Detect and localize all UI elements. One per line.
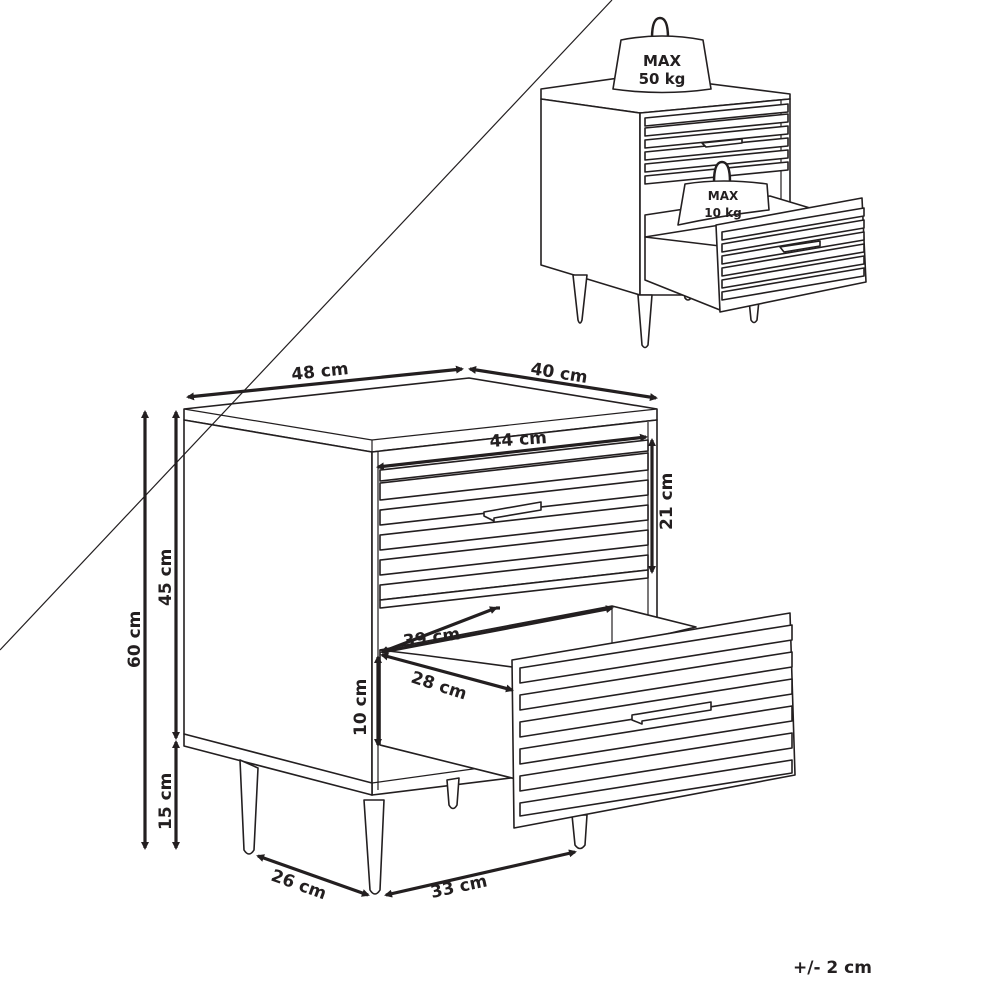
- load-capacity-inset: MAX 50 kg MAX 10 kg: [540, 16, 867, 349]
- drawer-weight-line2: 10 kg: [704, 206, 741, 220]
- bottom-drawer-slats: [519, 624, 793, 817]
- label-drawer-front-width: 44 cm: [489, 428, 548, 452]
- main-cabinet-drawing: 48 cm 40 cm 44 cm 21 cm 60 cm 45 cm 15 c…: [0, 0, 796, 904]
- label-leg-height: 15 cm: [156, 773, 176, 830]
- top-drawer-handle: [483, 501, 542, 522]
- drawer-weight-line1: MAX: [708, 189, 739, 203]
- bottom-drawer-handle: [631, 701, 712, 725]
- label-depth: 40 cm: [529, 359, 589, 388]
- label-total-height: 60 cm: [125, 611, 145, 668]
- label-body-height: 45 cm: [156, 549, 176, 606]
- top-weight-line2: 50 kg: [639, 70, 686, 88]
- label-leg-span-width: 33 cm: [429, 871, 489, 902]
- dimension-lines: [141, 365, 658, 898]
- dimension-labels: 48 cm 40 cm 44 cm 21 cm 60 cm 45 cm 15 c…: [125, 359, 677, 904]
- weight-10kg-icon: MAX 10 kg: [677, 160, 770, 226]
- weight-50kg-icon: MAX 50 kg: [612, 16, 712, 94]
- tolerance-note: +/- 2 cm: [793, 958, 872, 978]
- label-drawer-inner-height: 10 cm: [351, 679, 371, 736]
- inset-open-drawer-slats: [721, 207, 865, 301]
- inset-top-drawer: [644, 103, 789, 185]
- top-weight-line1: MAX: [643, 52, 682, 70]
- label-drawer-front-height: 21 cm: [657, 473, 677, 530]
